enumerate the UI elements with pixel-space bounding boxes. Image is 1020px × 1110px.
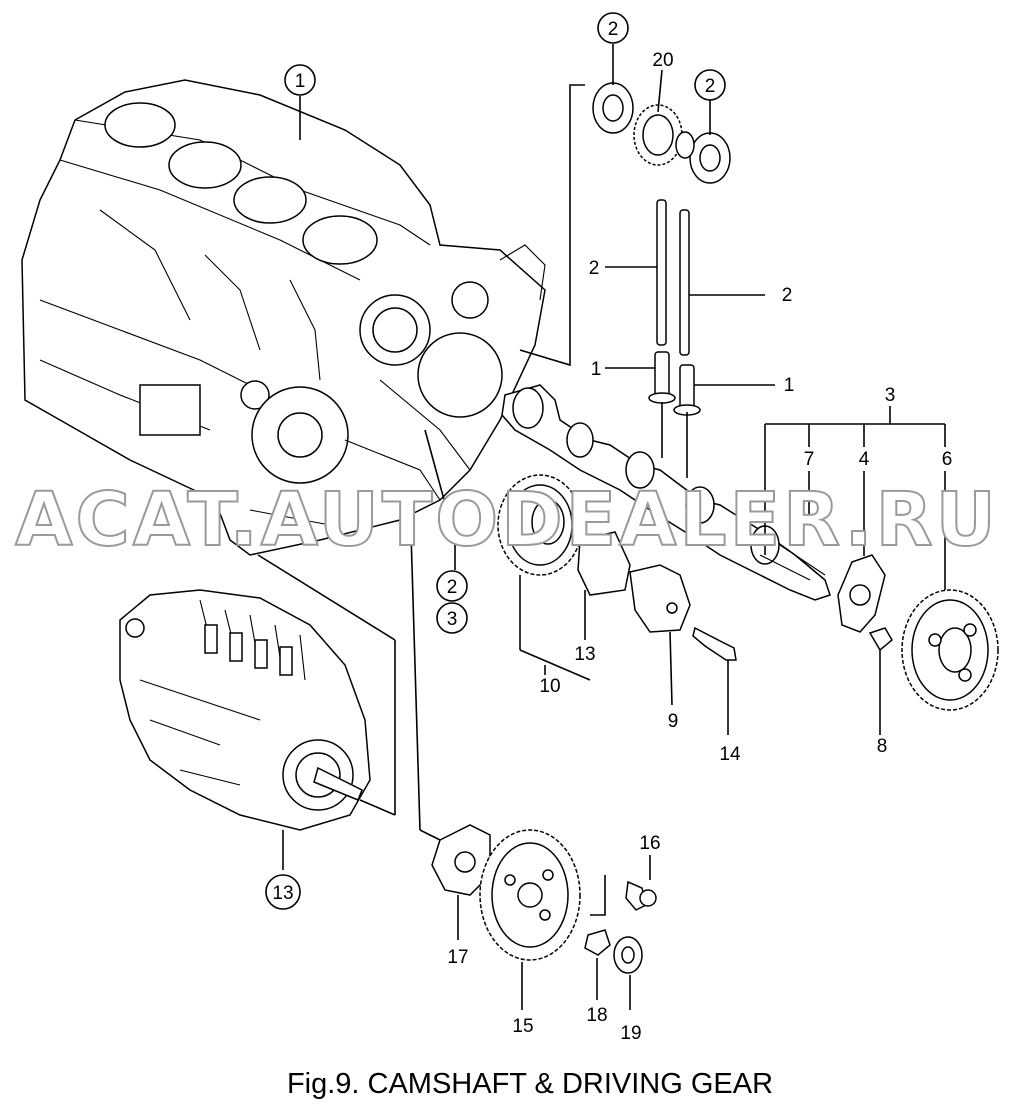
svg-text:1: 1 xyxy=(295,71,306,92)
callout-tappet-left: 1 xyxy=(591,359,602,380)
callout-2a-circled: 2 xyxy=(597,12,629,44)
callout-13-bearing: 13 xyxy=(574,644,595,665)
callout-14: 14 xyxy=(719,744,741,765)
callout-13-circled: 13 xyxy=(265,874,301,910)
callout-16: 16 xyxy=(639,833,660,854)
svg-text:13: 13 xyxy=(272,883,293,904)
tappet-illustration xyxy=(648,351,701,416)
bolt-16-illustration xyxy=(625,880,657,911)
callout-3-circled: 3 xyxy=(436,602,468,634)
thrust-plate-illustration xyxy=(837,554,893,652)
figure-caption: Fig.9. CAMSHAFT & DRIVING GEAR xyxy=(287,1068,773,1100)
gear-6-illustration xyxy=(901,589,999,711)
nut-illustration xyxy=(613,936,643,974)
watermark: ACAT.AUTODEALER.RU xyxy=(15,477,998,563)
callout-4: 4 xyxy=(859,449,870,470)
camshaft-illustration xyxy=(501,384,831,601)
lock-washer-illustration xyxy=(584,929,611,956)
callout-9: 9 xyxy=(668,711,679,732)
cylinder-block-illustration xyxy=(21,79,546,556)
callout-18: 18 xyxy=(586,1005,607,1026)
callout-pushrod-left: 2 xyxy=(589,258,600,279)
svg-text:2: 2 xyxy=(608,19,619,40)
callout-tappet-right: 1 xyxy=(784,375,795,396)
callout-20: 20 xyxy=(652,50,673,71)
callout-pushrod-right: 2 xyxy=(782,285,793,306)
svg-text:2: 2 xyxy=(447,577,458,598)
push-rod-illustration xyxy=(656,199,690,356)
callout-2b-circled: 2 xyxy=(694,69,726,101)
plain-callouts: 20 2 2 1 1 3 7 4 6 8 13 10 9 14 16 17 15… xyxy=(447,50,952,1044)
callout-6: 6 xyxy=(942,449,953,470)
callout-assy-3: 3 xyxy=(885,385,896,406)
svg-text:2: 2 xyxy=(705,76,716,97)
bearing-illustration xyxy=(592,82,731,184)
gear-illustration xyxy=(633,104,695,166)
callout-17: 17 xyxy=(447,947,468,968)
callout-2c-circled: 2 xyxy=(436,570,468,602)
callout-19: 19 xyxy=(620,1023,641,1044)
fuel-injection-pump-illustration xyxy=(119,589,371,831)
leader-lines xyxy=(257,44,946,1010)
svg-text:3: 3 xyxy=(447,609,458,630)
callout-8: 8 xyxy=(877,736,888,757)
callout-15: 15 xyxy=(512,1016,533,1037)
callout-1-circled: 1 xyxy=(284,64,316,96)
drive-gear-illustration xyxy=(479,829,581,961)
callout-7: 7 xyxy=(804,449,815,470)
callout-10: 10 xyxy=(539,676,560,697)
drive-flange-illustration xyxy=(431,824,491,896)
camshaft-gear-illustration xyxy=(497,474,737,661)
